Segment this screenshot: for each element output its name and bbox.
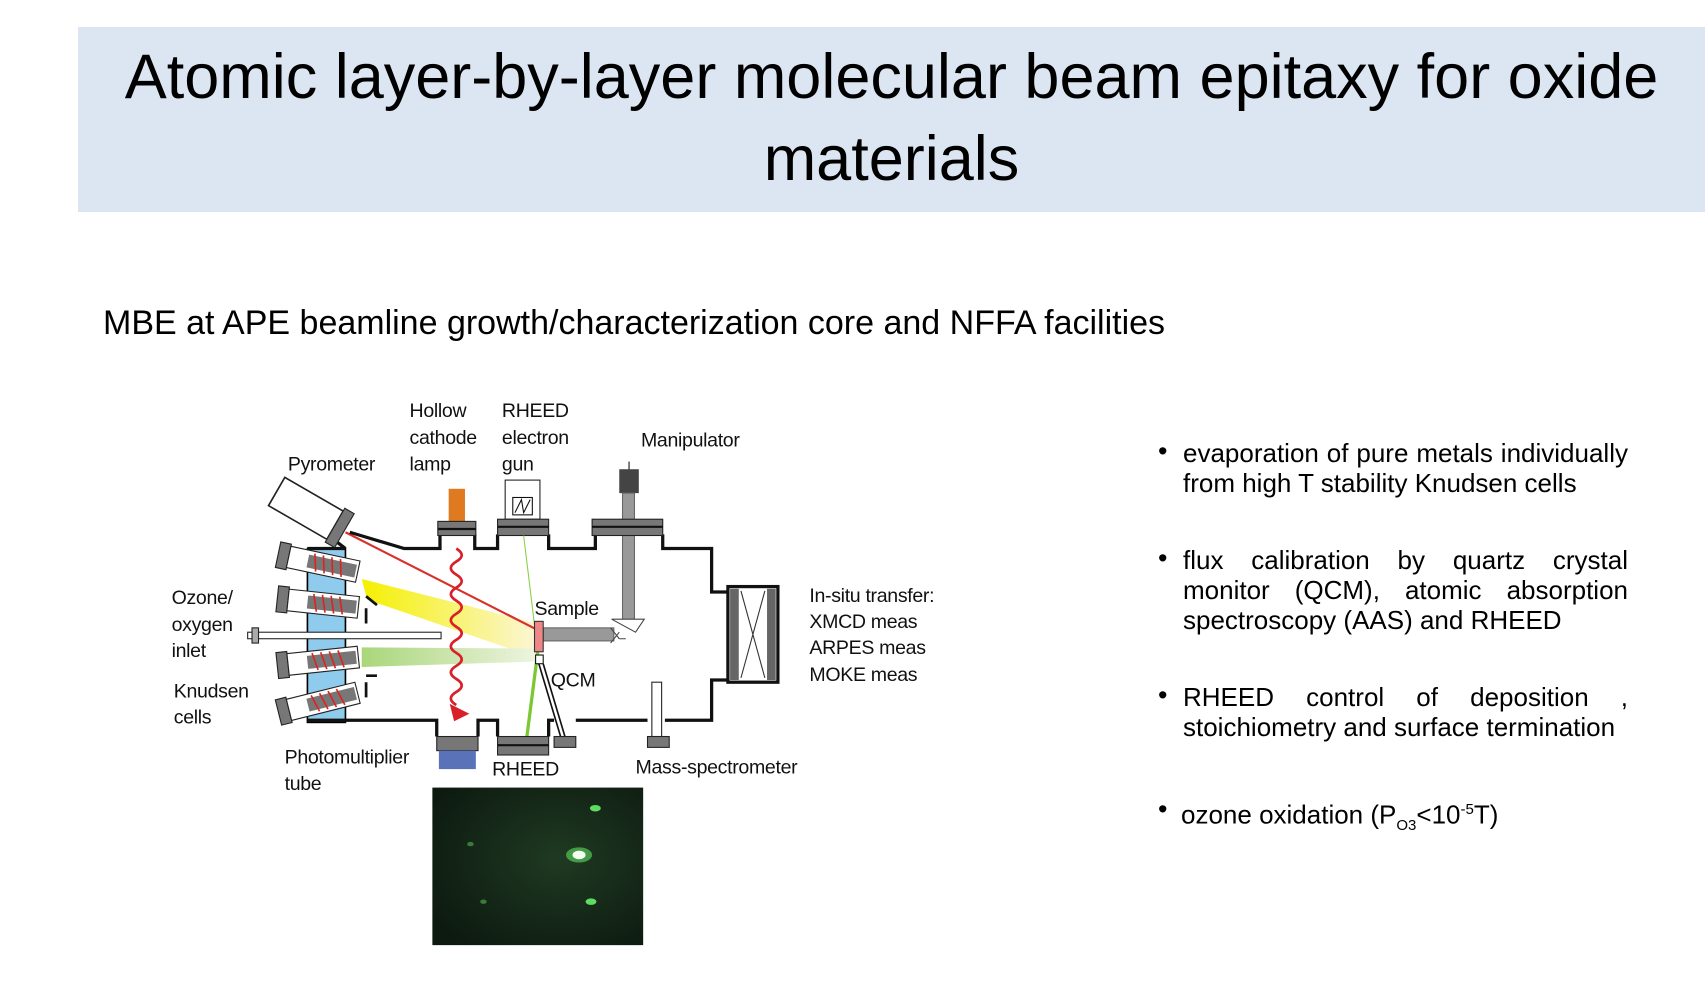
- ozone-subscript: O3: [1396, 816, 1417, 834]
- ozone-text: ozone oxidation (P: [1181, 799, 1397, 830]
- label-qcm: QCM: [551, 670, 596, 692]
- label-cathode: cathode: [410, 427, 477, 449]
- bullet-icon: •: [1158, 436, 1168, 466]
- ozone-suffix: T): [1473, 799, 1499, 830]
- sample: [533, 620, 544, 653]
- rheed-electron-gun: [497, 479, 550, 537]
- label-electron: electron: [502, 427, 569, 449]
- label-photomultiplier: Photomultiplier: [285, 747, 410, 769]
- ozone-mid: <10: [1416, 799, 1461, 830]
- photomultiplier-tube: [436, 735, 479, 770]
- knudsen-cells: [274, 541, 378, 726]
- label-rheed-top: RHEED: [502, 400, 569, 422]
- light-arrow-icon: [449, 703, 470, 722]
- label-cells: cells: [174, 706, 212, 728]
- bullet-evaporation: evaporation of pure metals individually …: [1183, 438, 1628, 498]
- label-mass-spectrometer: Mass-spectrometer: [636, 756, 799, 778]
- in-situ-transfer-valve: [726, 584, 780, 684]
- label-sample: Sample: [535, 598, 599, 620]
- qcm: [535, 654, 577, 748]
- label-arpes: ARPES meas: [809, 637, 926, 659]
- label-gun: gun: [502, 453, 534, 475]
- label-oxygen: oxygen: [172, 614, 233, 636]
- mbe-chamber-diagram: Hollow cathode lamp RHEED electron gun M…: [172, 400, 935, 946]
- bullet-icon: •: [1158, 543, 1168, 573]
- manipulator: [542, 461, 664, 644]
- title-band: [78, 27, 1705, 212]
- label-hollow: Hollow: [410, 400, 468, 422]
- bullet-rheed-control: RHEED control of deposition , stoichiome…: [1183, 682, 1628, 742]
- label-xmcd: XMCD meas: [809, 611, 917, 633]
- hollow-cathode-lamp: [437, 488, 477, 537]
- rheed-screen: [497, 735, 550, 756]
- slide-title: Atomic layer-by-layer molecular beam epi…: [124, 42, 1659, 194]
- label-moke: MOKE meas: [809, 664, 917, 686]
- rheed-pattern-image: [432, 787, 644, 946]
- ozone-inlet-tube: [247, 627, 442, 644]
- ozone-superscript: -5: [1460, 801, 1474, 818]
- bullet-flux-calibration: flux calibration by quartz crystal monit…: [1183, 545, 1628, 635]
- green-flux-beam: [361, 647, 538, 667]
- label-ozone: Ozone/: [172, 587, 234, 609]
- label-manipulator: Manipulator: [641, 429, 740, 451]
- label-tube: tube: [285, 773, 322, 795]
- bullet-icon: •: [1158, 680, 1168, 710]
- light-wave: [449, 547, 464, 707]
- pyrometer-beam: [344, 531, 539, 632]
- mass-spectrometer: [646, 681, 670, 748]
- label-insitu: In-situ transfer:: [809, 585, 934, 607]
- label-rheed-bottom: RHEED: [492, 759, 559, 781]
- label-pyrometer: Pyrometer: [288, 453, 376, 475]
- diffracted-beam: [525, 651, 540, 737]
- pyrometer: [267, 476, 355, 549]
- bullet-ozone-oxidation: ozone oxidation (PO3<10-5T): [1181, 795, 1498, 841]
- label-lamp: lamp: [410, 453, 452, 475]
- bullet-icon: •: [1158, 794, 1168, 824]
- label-inlet: inlet: [172, 640, 207, 662]
- label-knudsen: Knudsen: [174, 680, 249, 702]
- slide-subtitle: MBE at APE beamline growth/characterizat…: [103, 304, 1166, 342]
